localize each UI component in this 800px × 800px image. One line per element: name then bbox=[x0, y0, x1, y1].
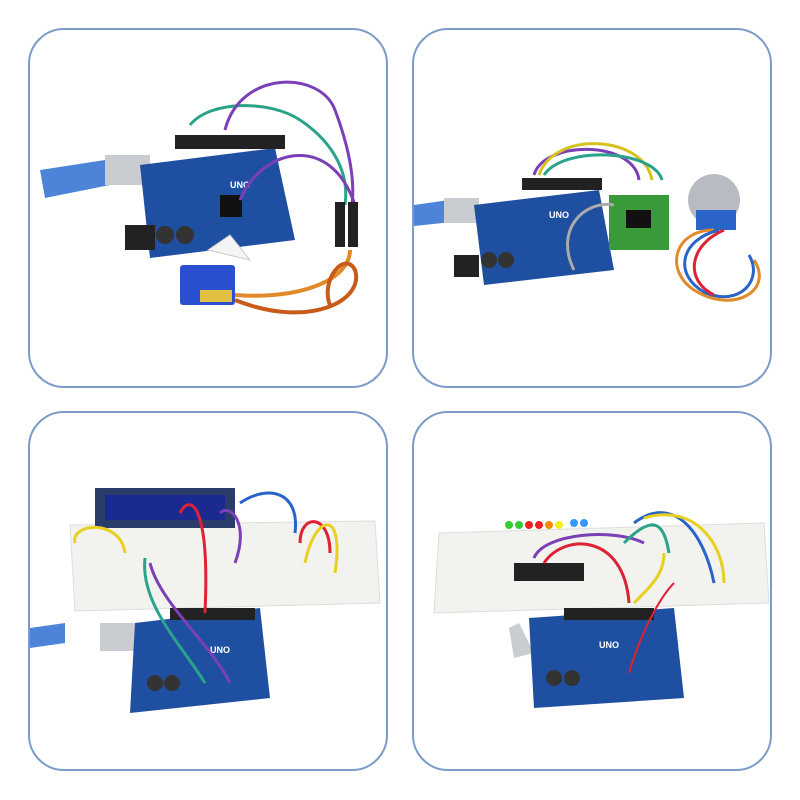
photo-panel-servo: UNO bbox=[28, 28, 388, 388]
leds-scene-image: UNO bbox=[433, 511, 770, 708]
board-label: UNO bbox=[599, 640, 619, 650]
board-label: UNO bbox=[210, 645, 230, 655]
photo-panel-stepper: UNO bbox=[412, 28, 772, 388]
led-row bbox=[505, 519, 588, 529]
board-label: UNO bbox=[549, 210, 569, 220]
photo-panel-leds: UNO bbox=[412, 411, 772, 771]
photo-panel-lcd: UNO bbox=[28, 411, 388, 771]
servo-scene-image: UNO bbox=[40, 80, 359, 315]
board-label: UNO bbox=[230, 180, 250, 190]
lcd-scene-image: UNO bbox=[30, 488, 381, 713]
stepper-scene-image: UNO bbox=[414, 142, 761, 302]
